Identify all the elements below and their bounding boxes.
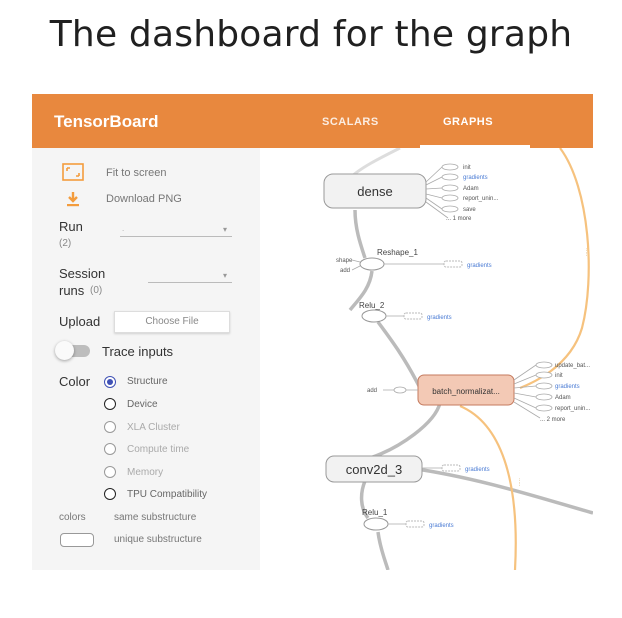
edge-right-long — [409, 466, 593, 515]
color-option-device[interactable]: Device — [127, 399, 158, 410]
trace-inputs-toggle-knob[interactable] — [55, 341, 74, 360]
batch-norm-output-init: init — [555, 373, 563, 379]
color-option-memory[interactable]: Memory — [127, 467, 164, 478]
node-dense — [323, 173, 427, 209]
graph-svg[interactable]: ····· ····· dense init gradients Adam re… — [260, 146, 593, 570]
color-radio-xla-cluster[interactable] — [104, 421, 116, 433]
edge-dense-to-reshape — [353, 209, 367, 259]
reshape-gradients-node — [443, 260, 463, 268]
run-select-underline — [120, 236, 232, 237]
color-radio-compute-time[interactable] — [104, 443, 116, 455]
highlight-edge-label-2: ····· — [516, 478, 522, 487]
dense-output-adam: Adam — [463, 186, 479, 192]
color-radio-memory[interactable] — [104, 466, 116, 478]
node-relu-1 — [363, 517, 389, 531]
session-runs-select[interactable] — [148, 268, 232, 282]
edge-relu2-to-batchnorm — [376, 320, 422, 389]
edge-batchnorm-to-conv — [369, 402, 442, 460]
batch-norm-input-add: add — [367, 388, 377, 394]
session-runs-select-underline — [148, 282, 232, 283]
run-select[interactable] — [120, 220, 232, 236]
edge-conv-to-relu1 — [359, 480, 370, 520]
colors-legend-unique: unique substructure — [114, 534, 202, 545]
run-count: (2) — [59, 238, 72, 249]
dense-output-gradients: gradients — [463, 175, 488, 181]
edge-highlight-batchnorm-down — [459, 404, 517, 570]
relu-2-gradients-node — [403, 312, 423, 320]
dense-output-save: save — [463, 207, 476, 213]
node-relu-2-label: Relu_2 — [359, 301, 385, 310]
node-reshape-1-label: Reshape_1 — [377, 248, 418, 257]
slide-title: The dashboard for the graph — [49, 14, 573, 55]
conv2d-3-output-gradients: gradients — [465, 467, 490, 473]
upload-label: Upload — [59, 314, 101, 329]
batch-norm-output-more: ... 2 more — [540, 417, 566, 423]
session-runs-count: (0) — [90, 285, 103, 296]
color-radio-device[interactable] — [104, 398, 116, 410]
choose-file-button[interactable]: Choose File — [114, 311, 230, 333]
batch-norm-output-adam: Adam — [555, 395, 571, 401]
dense-output-more: ... 1 more — [446, 216, 472, 222]
dense-output-report: report_unin... — [463, 196, 499, 202]
color-option-xla-cluster[interactable]: XLA Cluster — [127, 422, 180, 433]
top-toolbar: TensorBoard SCALARS GRAPHS — [32, 94, 593, 148]
color-option-tpu-compatibility[interactable]: TPU Compatibility — [127, 489, 208, 500]
tab-graphs[interactable]: GRAPHS — [443, 116, 494, 128]
tensorboard-window: TensorBoard SCALARS GRAPHS Fit to screen… — [32, 94, 593, 570]
color-radio-structure[interactable] — [104, 376, 116, 388]
trace-inputs-label: Trace inputs — [102, 344, 174, 359]
run-dropdown-arrow-icon: ▾ — [223, 225, 228, 234]
dense-outputs — [425, 163, 459, 219]
tab-scalars[interactable]: SCALARS — [322, 116, 379, 128]
conv2d-3-gradients-node — [441, 464, 461, 472]
node-relu-1-label: Relu_1 — [362, 508, 388, 517]
download-icon[interactable] — [66, 191, 80, 207]
batch-norm-output-report: report_unin... — [555, 406, 591, 412]
relu-1-gradients-node — [405, 520, 425, 528]
reshape-output-gradients: gradients — [467, 263, 492, 269]
dense-output-init: init — [463, 165, 471, 171]
batch-norm-output-update: update_bat... — [555, 363, 590, 369]
session-runs-dropdown-arrow-icon: ▾ — [223, 271, 228, 280]
batch-norm-outputs — [513, 361, 553, 419]
session-runs-label-line1: Session — [59, 266, 106, 281]
node-relu-2 — [361, 309, 387, 323]
active-tab-indicator — [420, 145, 530, 148]
fit-to-screen-icon[interactable] — [62, 163, 84, 181]
edge-highlight-right — [519, 147, 590, 390]
colors-legend-same: same substructure — [114, 512, 197, 523]
session-runs-label-line2: runs — [59, 283, 85, 298]
run-select-indicator: . — [122, 224, 125, 233]
node-dense-label: dense — [357, 184, 392, 199]
batch-norm-input-node — [393, 386, 407, 394]
fit-to-screen-button[interactable]: Fit to screen — [106, 167, 167, 179]
graph-canvas[interactable]: ····· ····· dense init gradients Adam re… — [260, 146, 593, 570]
color-option-compute-time[interactable]: Compute time — [127, 444, 190, 455]
edge-relu1-down — [376, 531, 390, 570]
run-label: Run — [59, 219, 83, 234]
brand-logo[interactable]: TensorBoard — [54, 112, 159, 131]
reshape-input-shape: shape — [336, 258, 353, 264]
color-label: Color — [59, 374, 91, 389]
reshape-input-add: add — [340, 268, 350, 274]
batch-norm-output-gradients: gradients — [555, 384, 580, 390]
relu-1-output-gradients: gradients — [429, 523, 454, 529]
color-radio-tpu-compatibility[interactable] — [104, 488, 116, 500]
node-batch-normalization-label: batch_normalizat... — [432, 387, 500, 396]
unique-substructure-swatch — [60, 533, 94, 547]
colors-legend-label: colors — [59, 512, 86, 523]
sidebar: Fit to screen Download PNG Run (2) ▾ . S… — [32, 148, 260, 570]
node-conv2d-3 — [325, 455, 423, 483]
download-png-button[interactable]: Download PNG — [106, 193, 182, 205]
color-option-structure[interactable]: Structure — [127, 376, 168, 387]
edge-reshape-to-relu2 — [348, 270, 374, 312]
highlight-edge-label-1: ····· — [583, 248, 589, 257]
reshape-input-edges — [351, 259, 361, 271]
node-reshape-1 — [359, 257, 385, 271]
node-conv2d-3-label: conv2d_3 — [346, 462, 402, 477]
relu-2-output-gradients: gradients — [427, 315, 452, 321]
